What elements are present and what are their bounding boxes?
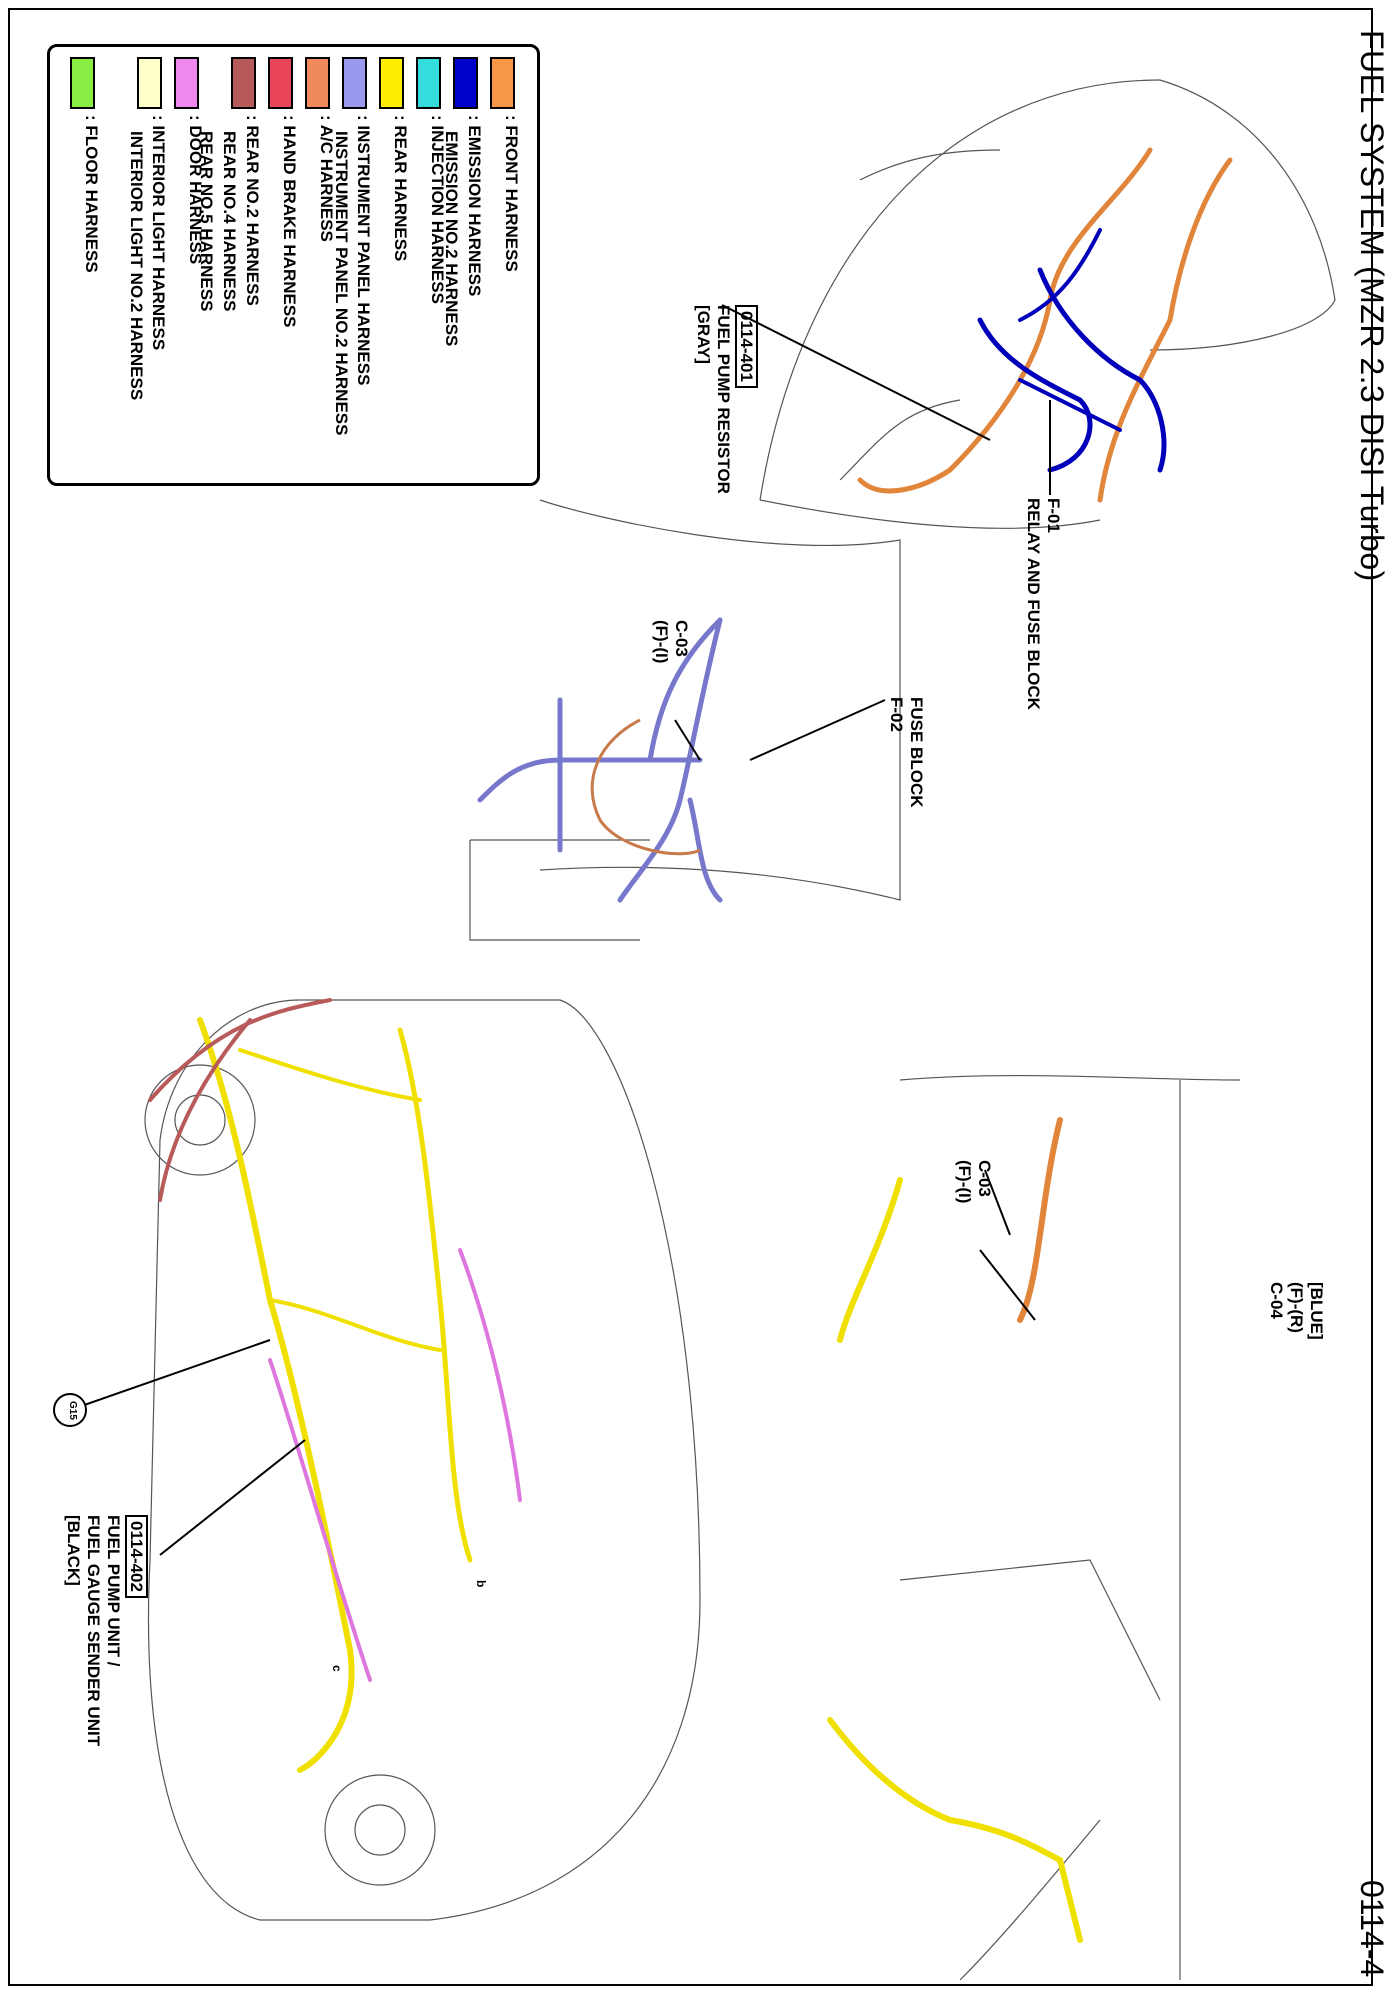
leader-0114-401 xyxy=(721,304,991,441)
callout-relay-fuse-block: F-01 RELAY AND FUSE BLOCK xyxy=(1024,498,1063,710)
leader-f02 xyxy=(749,699,886,761)
dashboard-outline xyxy=(539,499,901,901)
legend-swatch xyxy=(490,57,515,109)
wheel-front-left xyxy=(144,1064,256,1176)
door-harness-path xyxy=(268,1358,372,1682)
legend-swatch xyxy=(453,57,478,109)
leader-g15 xyxy=(69,1339,271,1411)
rear-harness-path xyxy=(197,1017,355,1773)
instrument-panel-harness-path xyxy=(617,617,723,903)
callout-fuel-pump-unit: 0114-402 FUEL PUMP UNIT / FUEL GAUGE SEN… xyxy=(64,1515,148,1747)
legend-swatch xyxy=(305,57,330,109)
ground-g15-icon xyxy=(53,1393,87,1427)
leader-c04 xyxy=(979,1249,1036,1321)
marker-b: b xyxy=(474,1580,488,1588)
callout-fuse-block: FUSE BLOCK F-02 xyxy=(887,697,926,808)
legend-swatch xyxy=(342,57,367,109)
legend-swatch xyxy=(379,57,404,109)
leader-0114-402 xyxy=(159,1439,306,1556)
callout-c03-ip: C-03 (F)-(I) xyxy=(652,620,691,664)
legend-swatch xyxy=(137,57,162,109)
car-outline-front xyxy=(1149,79,1336,351)
leader-c03-ip xyxy=(674,719,701,761)
legend-swatch xyxy=(70,57,95,109)
callout-c04: [BLUE] (F)-(R) C-04 xyxy=(1267,1282,1326,1340)
wheel-rear-left xyxy=(324,1774,436,1886)
front-harness-path xyxy=(857,147,1153,494)
legend-swatch xyxy=(174,57,199,109)
legend-swatch xyxy=(416,57,441,109)
emission-harness-path xyxy=(1037,267,1167,473)
marker-c: c xyxy=(330,1665,344,1672)
callout-c03-rear: C-03 (F)-(I) xyxy=(955,1160,994,1204)
car-outline-rear xyxy=(147,999,701,1921)
legend-swatch xyxy=(268,57,293,109)
ground-g15-label: G15 xyxy=(67,1401,78,1420)
leader-c03-rear xyxy=(984,1169,1011,1236)
page-frame xyxy=(8,8,1373,1986)
legend-swatch xyxy=(231,57,256,109)
callout-fuel-pump-resistor: 0114-401 FUEL PUMP RESISTOR [GRAY] xyxy=(694,305,758,494)
